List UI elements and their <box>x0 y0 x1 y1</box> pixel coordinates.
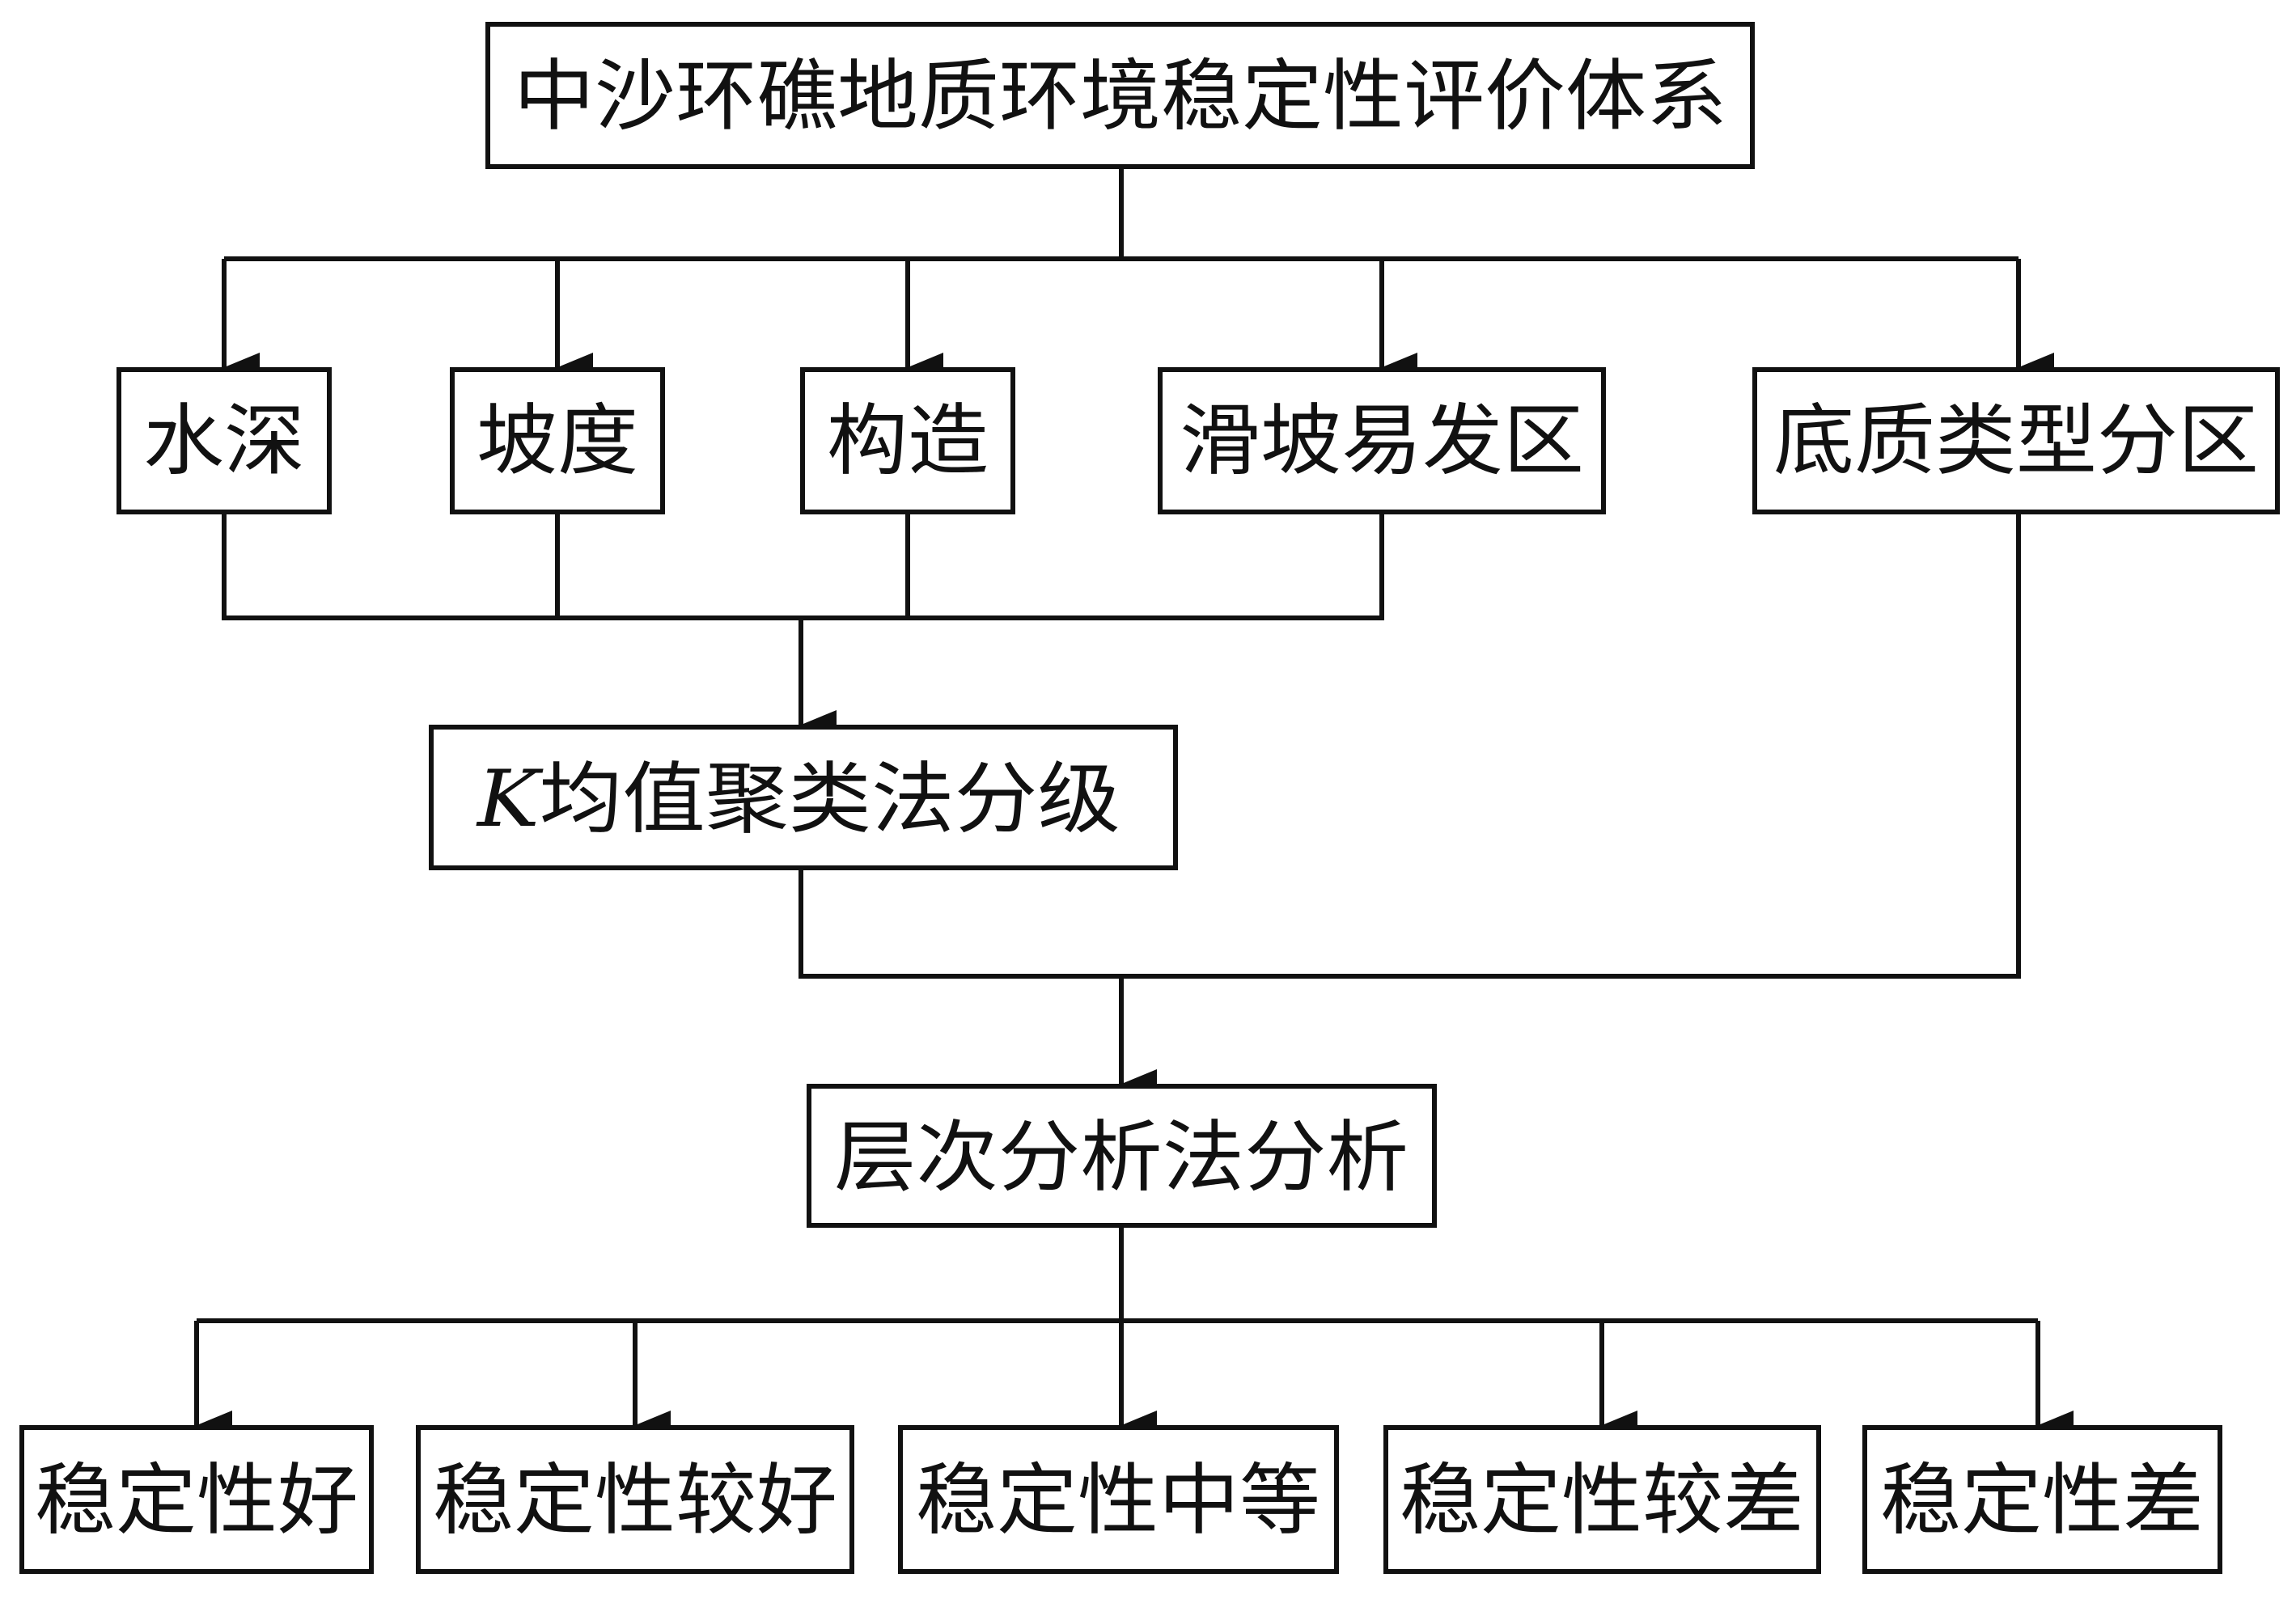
kmeans-method-label: 均值聚类法分级 <box>540 754 1120 844</box>
result-stability-fairly-poor: 稳定性较差 <box>1383 1425 1821 1574</box>
ahp-label: 层次分析法分析 <box>834 1112 1409 1203</box>
result-label: 稳定性较差 <box>1400 1455 1804 1546</box>
factor-slope: 坡度 <box>450 367 665 514</box>
factor-substrate-zone: 底质类型分区 <box>1752 367 2280 514</box>
result-label: 稳定性好 <box>35 1455 358 1546</box>
connector-factors-merge <box>222 512 1384 620</box>
result-stability-fairly-good: 稳定性较好 <box>416 1425 854 1574</box>
result-stability-medium: 稳定性中等 <box>898 1425 1339 1574</box>
connectors <box>194 167 2074 1441</box>
kmeans-clustering-node: K均值聚类法分级 <box>429 725 1178 870</box>
result-stability-good: 稳定性好 <box>19 1425 374 1574</box>
result-label: 稳定性较好 <box>433 1455 837 1546</box>
factor-label: 水深 <box>143 396 305 486</box>
kmeans-label: K均值聚类法分级 <box>476 754 1120 844</box>
result-label: 稳定性差 <box>1880 1455 2204 1546</box>
factor-water-depth: 水深 <box>116 367 332 514</box>
ahp-analysis-node: 层次分析法分析 <box>807 1084 1437 1228</box>
connector-kmeans-substrate-merge <box>799 512 2021 979</box>
factor-structure: 构造 <box>800 367 1015 514</box>
result-stability-poor: 稳定性差 <box>1862 1425 2222 1574</box>
factor-label: 底质类型分区 <box>1773 396 2259 486</box>
root-label: 中沙环礁地质环境稳定性评价体系 <box>514 51 1727 142</box>
factor-label: 坡度 <box>477 396 638 486</box>
kmeans-prefix: K <box>476 754 544 844</box>
factor-landslide-zone: 滑坡易发区 <box>1158 367 1606 514</box>
result-label: 稳定性中等 <box>916 1455 1320 1546</box>
factor-label: 构造 <box>827 396 989 486</box>
root-node: 中沙环礁地质环境稳定性评价体系 <box>485 22 1755 169</box>
factor-label: 滑坡易发区 <box>1180 396 1584 486</box>
